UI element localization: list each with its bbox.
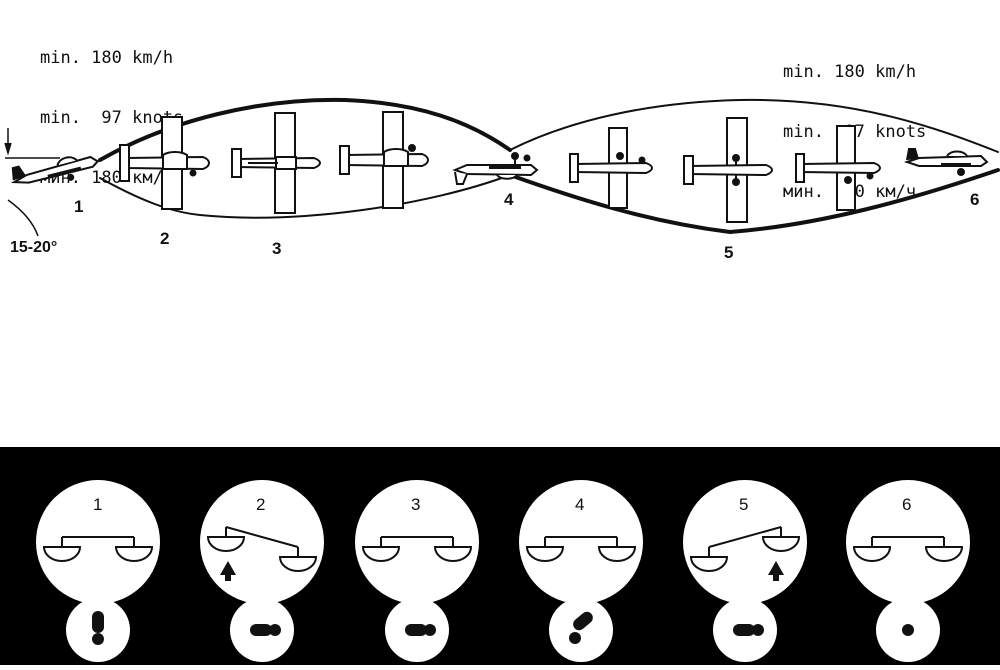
stick-position-icon — [92, 611, 104, 645]
entry-speed-note: min. 180 km/h min. 97 knots мин. 180 км/… — [40, 8, 183, 228]
indicator-5: 5 — [683, 480, 807, 662]
indicator-number: 6 — [902, 495, 911, 514]
flight-path-illustration: 15-20° — [4, 97, 1000, 262]
stick-position-icon — [250, 624, 281, 636]
speed-kmh: min. 180 km/h — [40, 48, 174, 68]
indicator-number: 3 — [411, 495, 420, 514]
pitch-angle-label: 15-20° — [10, 239, 57, 256]
indicator-row: 1 2 — [36, 480, 970, 662]
stick-position-icon — [405, 624, 436, 636]
balance-beam-icon — [206, 526, 318, 572]
aircraft-icon — [452, 152, 539, 185]
indicator-6: 6 — [846, 480, 970, 662]
indicator-number: 2 — [256, 495, 265, 514]
envelope-upper-right — [509, 98, 999, 153]
pitch-reference — [4, 128, 60, 237]
arrow-up-icon — [768, 561, 784, 581]
indicator-1: 1 — [36, 480, 160, 662]
aircraft-icon — [10, 155, 100, 184]
phase-label: 4 — [504, 190, 514, 209]
phase-numbers: 1 2 3 4 5 6 — [74, 190, 979, 262]
aircraft-icon — [903, 148, 989, 176]
envelope-lower-left — [99, 174, 511, 219]
aircraft-icon — [683, 117, 773, 223]
indicator-3: 3 — [355, 480, 479, 662]
balance-beam-icon — [42, 536, 154, 562]
arrow-up-icon — [220, 561, 236, 581]
aircraft-icon — [119, 116, 210, 210]
aircraft-icon — [339, 111, 429, 209]
aircraft-icon — [795, 125, 881, 211]
balance-beam-icon — [525, 536, 637, 562]
indicator-number: 1 — [93, 495, 102, 514]
phase-label: 6 — [970, 190, 979, 209]
stick-position-icon — [733, 624, 764, 636]
phase-label: 1 — [74, 197, 83, 216]
indicator-2: 2 — [200, 480, 324, 662]
stick-position-icon — [569, 611, 593, 644]
indicator-number: 4 — [575, 495, 584, 514]
balance-beam-icon — [852, 536, 964, 562]
phase-label: 2 — [160, 229, 169, 248]
balance-beam-icon — [361, 536, 473, 562]
phase-label: 5 — [724, 243, 733, 262]
indicator-4: 4 — [519, 480, 643, 662]
indicator-number: 5 — [739, 495, 748, 514]
envelope-lower-right — [508, 168, 1000, 235]
balance-beam-icon — [689, 526, 801, 572]
stick-position-icon — [902, 624, 914, 636]
control-indicator-panel: 1 2 — [0, 447, 1000, 665]
phase-label: 3 — [272, 239, 281, 258]
aircraft-icon — [231, 112, 321, 214]
speed-kmh: min. 180 km/h — [783, 62, 917, 82]
aircraft-icon — [569, 127, 653, 209]
